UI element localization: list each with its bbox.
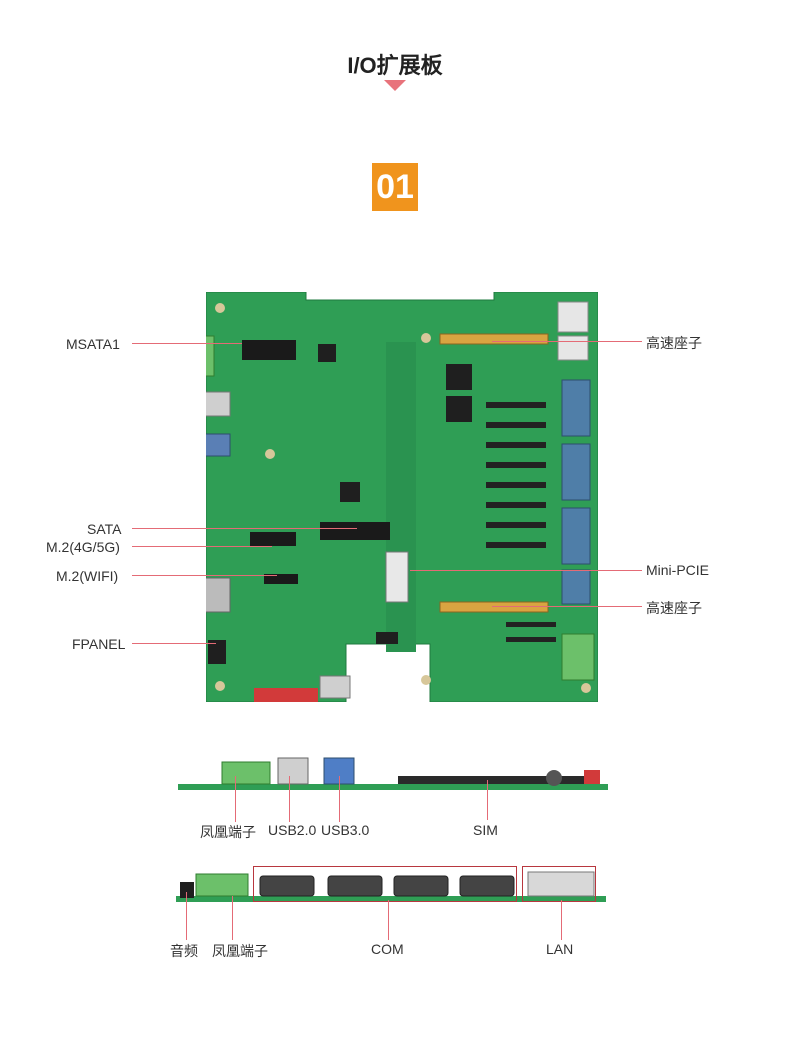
leader-line-lan	[561, 900, 562, 940]
leader-line-high-speed-1	[492, 341, 642, 342]
leader-line-audio	[186, 892, 187, 940]
leader-line-msata1	[132, 343, 242, 344]
label-high-speed-1: 高速座子	[646, 335, 702, 351]
section-badge: 01	[372, 163, 418, 211]
leader-line-phoenix-2	[232, 896, 233, 940]
com-highlight-box	[253, 866, 517, 902]
leader-line-phoenix-1	[235, 776, 236, 822]
leader-line-sim	[487, 780, 488, 820]
leader-line-m2-wifi	[132, 575, 277, 576]
label-fpanel: FPANEL	[72, 636, 126, 652]
label-phoenix-terminal-2: 凤凰端子	[212, 943, 268, 959]
leader-line-sata	[132, 528, 357, 529]
label-lan: LAN	[546, 941, 574, 957]
label-msata1: MSATA1	[66, 336, 120, 352]
title-arrow-icon	[384, 80, 406, 91]
lan-highlight-box	[522, 866, 596, 902]
leader-line-usb30	[339, 776, 340, 822]
io-board-image	[206, 292, 598, 702]
side-view-1-image	[178, 757, 608, 790]
leader-line-high-speed-2	[492, 606, 642, 607]
leader-line-mini-pcie	[410, 570, 642, 571]
label-high-speed-2: 高速座子	[646, 600, 702, 616]
page-title: I/O扩展板	[347, 53, 443, 78]
label-m2-wifi: M.2(WIFI)	[56, 568, 119, 584]
label-com: COM	[371, 941, 404, 957]
label-sim: SIM	[473, 822, 498, 838]
label-phoenix-terminal-1: 凤凰端子	[200, 824, 256, 840]
label-m2-4g5g: M.2(4G/5G)	[46, 539, 120, 555]
label-usb20: USB2.0	[268, 822, 317, 838]
leader-line-m2-4g5g	[132, 546, 272, 547]
leader-line-usb20	[289, 776, 290, 822]
label-sata: SATA	[87, 521, 122, 537]
leader-line-com	[388, 900, 389, 940]
leader-line-fpanel	[132, 643, 216, 644]
label-usb30: USB3.0	[321, 822, 370, 838]
label-audio: 音频	[170, 943, 198, 959]
side-view-2-image	[176, 871, 606, 902]
label-mini-pcie: Mini-PCIE	[646, 562, 710, 578]
